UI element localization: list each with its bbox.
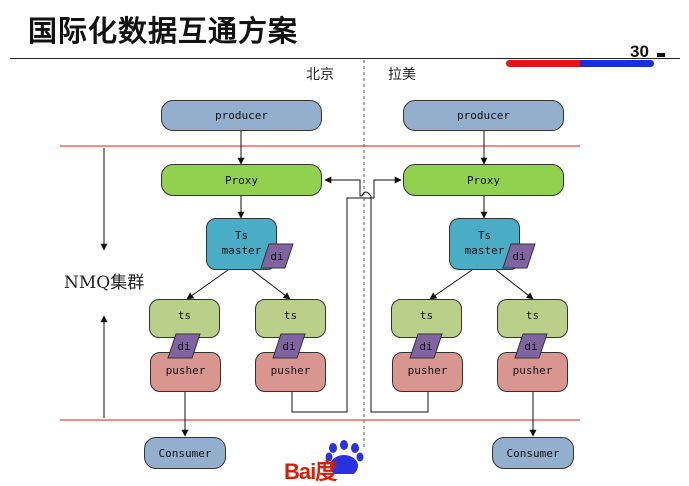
ts-node-left-1: ts	[149, 299, 220, 338]
ts-master-label-line1: Ts	[234, 229, 249, 242]
page-number-mark	[657, 53, 665, 57]
di-box-master-right: di	[502, 243, 536, 269]
producer-node-left: producer	[161, 100, 322, 131]
page-title: 国际化数据互通方案	[28, 14, 299, 48]
di-box-master-left: di	[260, 243, 294, 269]
consumer-node-left: Consumer	[144, 437, 226, 469]
diagram-connectors	[60, 60, 580, 448]
region-label-beijing: 北京	[306, 67, 334, 83]
region-label-latam: 拉美	[388, 67, 416, 83]
connector-right-pusher-to-left-proxy	[324, 176, 429, 413]
di-box-right-1: di	[409, 333, 443, 359]
ts-master-label-line2: master	[221, 244, 262, 257]
pusher-node-left-1: pusher	[150, 352, 221, 392]
consumer-node-right: Consumer	[492, 437, 574, 469]
proxy-node-left: Proxy	[161, 164, 322, 196]
header-rule	[10, 58, 680, 59]
pusher-node-right-1: pusher	[392, 352, 463, 392]
proxy-node-right: Proxy	[403, 164, 564, 196]
di-box-right-2: di	[514, 333, 548, 359]
pusher-node-left-2: pusher	[255, 352, 326, 392]
arrow-master-ts1-left	[186, 269, 229, 300]
ts-node-right-2: ts	[497, 299, 568, 338]
pusher-node-right-2: pusher	[497, 352, 568, 392]
nmq-cluster-label: NMQ集群	[64, 273, 145, 293]
page-number: 30	[630, 42, 649, 61]
ts-master-node-right: Ts master	[449, 218, 520, 270]
header-bar-blue	[580, 60, 654, 67]
arrow-master-ts2-left	[251, 269, 291, 300]
arrow-master-ts2-right	[495, 269, 534, 300]
producer-node-right: producer	[403, 100, 564, 131]
ts-node-left-2: ts	[255, 299, 326, 338]
baidu-paw-icon	[325, 440, 364, 474]
baidu-logo: Bai度	[284, 440, 414, 484]
ts-master-label-line2: master	[464, 244, 505, 257]
arrow-master-ts1-right	[429, 269, 473, 300]
header-bar-red	[506, 60, 582, 67]
di-box-left-2: di	[272, 333, 306, 359]
di-box-left-1: di	[167, 333, 201, 359]
ts-master-label-line1: Ts	[477, 229, 492, 242]
baidu-logo-text: Bai度	[284, 459, 337, 484]
connector-left-pusher-to-right-proxy	[291, 176, 402, 413]
